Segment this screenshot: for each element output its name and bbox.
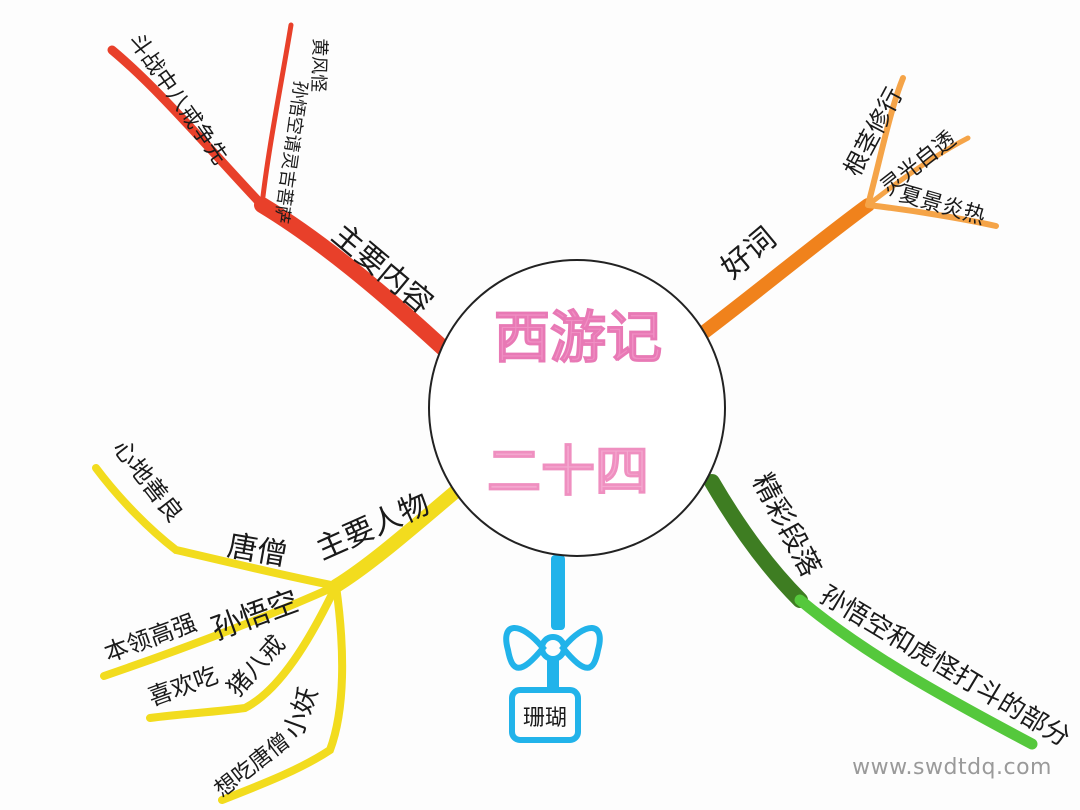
center-node: 西游记 二十四	[428, 259, 726, 557]
branch-main-content-leaf-2: 黄风怪	[307, 38, 330, 93]
branch-characters-yao-line	[218, 582, 347, 804]
branch-characters: 主要人物 唐僧 心地善良 孙悟空 本领高强 猪八戒 喜欢吃 小妖 想吃唐僧	[92, 434, 462, 804]
branch-characters-sun-line	[100, 582, 340, 680]
branch-passage-label: 精彩段落	[746, 468, 828, 582]
bow-knot-icon	[539, 634, 567, 662]
branch-passage: 精彩段落 孙悟空和虎怪打斗的部分	[704, 468, 1075, 753]
bow-left-loop-icon	[503, 625, 547, 671]
branch-bottom-stem-lower	[547, 660, 559, 690]
branch-main-content-trunk	[254, 197, 451, 356]
branch-bottom-stem	[551, 555, 565, 630]
branch-main-content-leaf-1: 斗战中八戒争先	[123, 29, 232, 170]
branch-main-content: 主要内容 斗战中八戒争先 黄风怪 孙悟空请灵吉菩萨	[107, 22, 451, 356]
branch-good-words-trunk	[696, 198, 875, 340]
center-circle	[428, 259, 726, 557]
branch-characters-tang-line	[92, 464, 340, 590]
branch-good-words: 好词 根茎修行 灵光自透 夏景炎热	[696, 75, 999, 340]
branch-characters-trunk	[329, 485, 462, 593]
branch-good-words-leaf-3: 夏景炎热	[896, 182, 987, 230]
watermark: www.swdtdq.com	[852, 755, 1052, 780]
branch-good-words-leaf2-line	[865, 135, 971, 208]
branch-good-words-leaf3-line	[865, 202, 999, 229]
branch-main-content-leaf1-line	[107, 45, 267, 210]
branch-good-words-leaf1-line	[865, 75, 906, 208]
branch-bottom-box	[509, 687, 581, 743]
center-title: 西游记	[494, 306, 662, 371]
branch-bottom: 珊瑚	[503, 555, 603, 743]
bow-right-loop-icon	[559, 625, 603, 671]
branch-passage-leaf-1: 孙悟空和虎怪打斗的部分	[814, 580, 1075, 753]
character-1-trait: 心地善良	[107, 434, 188, 527]
branch-passage-leaf-line	[794, 594, 1038, 750]
branch-bottom-label: 珊瑚	[523, 706, 567, 731]
character-3-trait: 喜欢吃	[144, 661, 221, 712]
branch-main-content-leaf2-line	[259, 22, 294, 208]
branch-characters-zhu-line	[146, 582, 340, 722]
branch-passage-trunk	[704, 474, 808, 608]
character-4-name: 小妖	[278, 683, 324, 742]
character-2-name: 孙悟空	[207, 584, 304, 648]
center-subtitle: 二十四	[487, 440, 649, 503]
